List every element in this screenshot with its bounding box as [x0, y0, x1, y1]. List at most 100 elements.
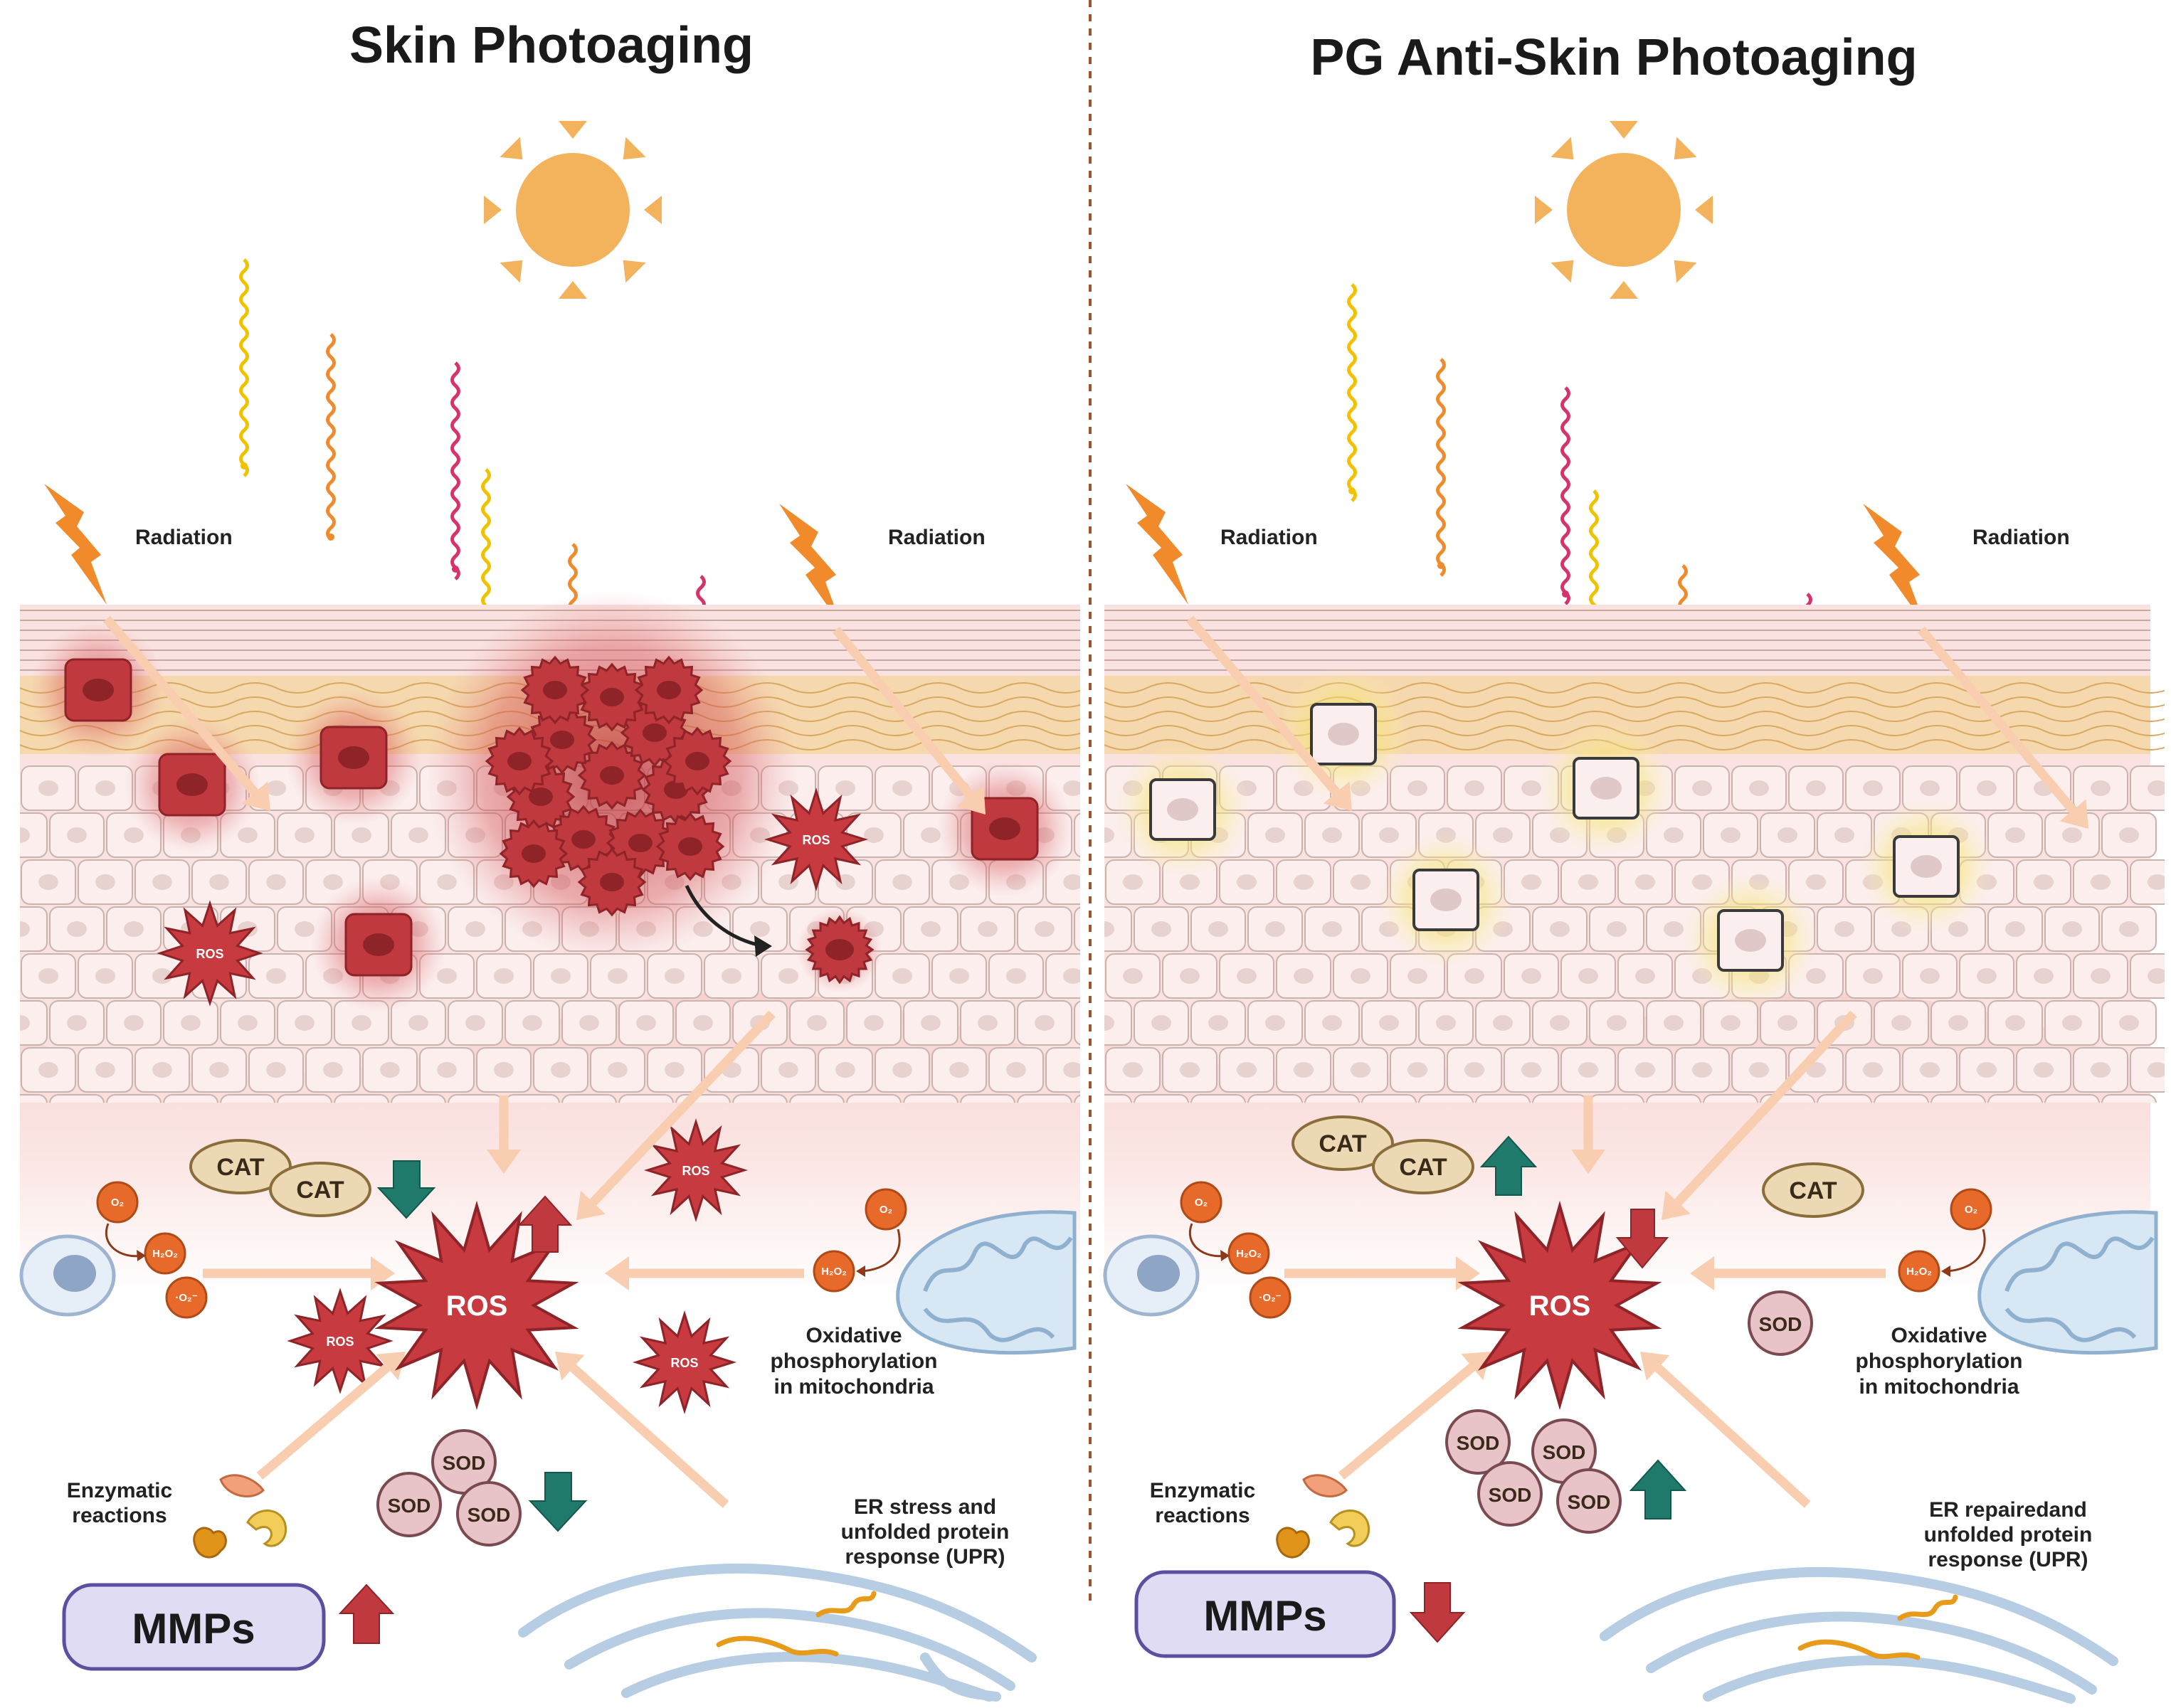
svg-text:ROS: ROS — [446, 1290, 508, 1322]
oxidative-label: in mitochondria — [774, 1375, 934, 1399]
ros-burst: ROS — [1457, 1200, 1662, 1411]
oxidative-label: in mitochondria — [1859, 1375, 2019, 1399]
ros-star-small: ROS — [764, 787, 869, 892]
enzymatic-label: Enzymatic — [67, 1479, 172, 1502]
right-panel-pg-anti-photoaging: PG Anti-Skin Photoaging — [1103, 29, 2165, 1704]
mitochondrion-icon — [1977, 1210, 2158, 1355]
radiation-label: Radiation — [135, 526, 233, 549]
molecule-group: O₂ H₂O₂ ·O₂⁻ — [96, 1181, 208, 1319]
radiation-label: Radiation — [888, 526, 986, 549]
svg-text:H₂O₂: H₂O₂ — [1236, 1248, 1262, 1260]
cat-enzyme: CAT — [269, 1162, 371, 1217]
ros-star-small: ROS — [643, 1118, 749, 1223]
mmps-box: MMPs — [62, 1583, 326, 1671]
svg-text:H₂O₂: H₂O₂ — [821, 1266, 847, 1278]
arrow-up-teal — [1479, 1135, 1538, 1196]
svg-text:·O₂⁻: ·O₂⁻ — [1259, 1292, 1281, 1304]
svg-text:O₂: O₂ — [1965, 1204, 1977, 1216]
svg-text:H₂O₂: H₂O₂ — [152, 1248, 178, 1260]
sun-icon — [1535, 121, 1713, 299]
svg-text:SOD: SOD — [1543, 1441, 1586, 1463]
lightning-icon — [1863, 504, 1926, 626]
svg-text:·O₂⁻: ·O₂⁻ — [175, 1292, 197, 1304]
enzyme-blob-icon — [1276, 1474, 1370, 1559]
damaged-cell-cluster — [427, 590, 797, 960]
er-label: ER repairedand — [1929, 1498, 2087, 1522]
enzymatic-label: Enzymatic — [1150, 1479, 1255, 1502]
right-title: PG Anti-Skin Photoaging — [1310, 29, 1917, 86]
svg-text:SOD: SOD — [1457, 1432, 1500, 1454]
svg-text:ROS: ROS — [326, 1335, 354, 1349]
oxidative-label: Oxidative — [1891, 1324, 1987, 1347]
lightning-icon — [44, 484, 107, 605]
ros-star-small: ROS — [157, 900, 263, 1007]
svg-text:CAT: CAT — [296, 1177, 344, 1204]
svg-text:MMPs: MMPs — [132, 1605, 255, 1653]
svg-text:ROS: ROS — [682, 1164, 709, 1178]
immune-cell-icon — [19, 1234, 116, 1317]
er-label: response (UPR) — [845, 1545, 1005, 1569]
svg-text:SOD: SOD — [1759, 1313, 1802, 1335]
svg-text:SOD: SOD — [388, 1495, 431, 1517]
sod-enzyme: SOD — [376, 1472, 442, 1537]
mmps-box: MMPs — [1134, 1570, 1396, 1658]
radiation-label: Radiation — [1972, 526, 2070, 549]
sod-enzyme: SOD — [456, 1481, 522, 1547]
molecule-group: O₂ H₂O₂ ·O₂⁻ — [1180, 1181, 1291, 1319]
sun-icon — [484, 121, 662, 299]
er-label: unfolded protein — [841, 1520, 1010, 1544]
sod-enzyme: SOD — [1748, 1290, 1813, 1356]
lightning-icon — [779, 504, 842, 626]
lightning-icon — [1126, 484, 1188, 605]
pathway-arrows — [1186, 615, 2088, 1508]
immune-cell-icon — [1103, 1234, 1200, 1317]
svg-text:ROS: ROS — [670, 1356, 698, 1370]
ros-burst: ROS — [374, 1200, 579, 1411]
svg-text:CAT: CAT — [216, 1154, 265, 1181]
arrow-down-red — [1409, 1582, 1466, 1643]
er-label: response (UPR) — [1928, 1548, 2088, 1571]
svg-text:O₂: O₂ — [1195, 1197, 1208, 1209]
sod-enzyme: SOD — [1477, 1461, 1543, 1527]
pathway-arrows — [103, 615, 986, 1508]
sod-enzyme: SOD — [431, 1429, 497, 1495]
cat-enzyme: CAT — [1291, 1115, 1394, 1171]
repaired-cells — [1115, 667, 1994, 1008]
svg-text:ROS: ROS — [1529, 1290, 1591, 1322]
er-label: ER stress and — [854, 1495, 996, 1519]
svg-text:CAT: CAT — [1399, 1154, 1447, 1181]
cat-enzyme: CAT — [1372, 1139, 1474, 1194]
svg-text:ROS: ROS — [196, 947, 223, 961]
svg-text:SOD: SOD — [1489, 1484, 1532, 1506]
arrow-down-red — [1615, 1209, 1669, 1269]
svg-text:CAT: CAT — [1319, 1130, 1367, 1157]
left-panel-skin-photoaging: Skin Photoaging — [19, 17, 1080, 1702]
svg-text:SOD: SOD — [468, 1504, 511, 1526]
sod-enzyme: SOD — [1556, 1468, 1622, 1534]
radiation-label: Radiation — [1220, 526, 1318, 549]
svg-text:ROS: ROS — [802, 833, 830, 847]
endoplasmic-reticulum-icon — [1600, 1566, 2118, 1704]
svg-text:CAT: CAT — [1789, 1177, 1837, 1204]
arrow-up-red — [517, 1195, 573, 1253]
damaged-cell-detached — [797, 907, 882, 992]
cat-enzyme: CAT — [189, 1139, 292, 1194]
damaged-cells — [31, 622, 1072, 1012]
arrow-down-teal — [376, 1160, 436, 1219]
sod-enzyme: SOD — [1445, 1409, 1511, 1475]
endoplasmic-reticulum-icon — [518, 1563, 1037, 1702]
oxidative-label: phosphorylation — [1856, 1349, 2023, 1373]
ros-star-small: ROS — [632, 1310, 737, 1415]
left-title: Skin Photoaging — [349, 17, 754, 74]
oxidative-label: Oxidative — [805, 1324, 902, 1347]
arrow-down-teal — [528, 1472, 588, 1532]
enzyme-blob-icon — [193, 1474, 287, 1559]
mitochondrion-icon — [896, 1210, 1077, 1355]
ros-star-small: ROS — [287, 1288, 393, 1394]
arrow-up-red — [338, 1584, 395, 1644]
svg-text:O₂: O₂ — [880, 1204, 892, 1216]
enzymatic-label: reactions — [72, 1504, 167, 1527]
svg-text:SOD: SOD — [443, 1452, 486, 1474]
arrow-up-teal — [1629, 1459, 1687, 1519]
